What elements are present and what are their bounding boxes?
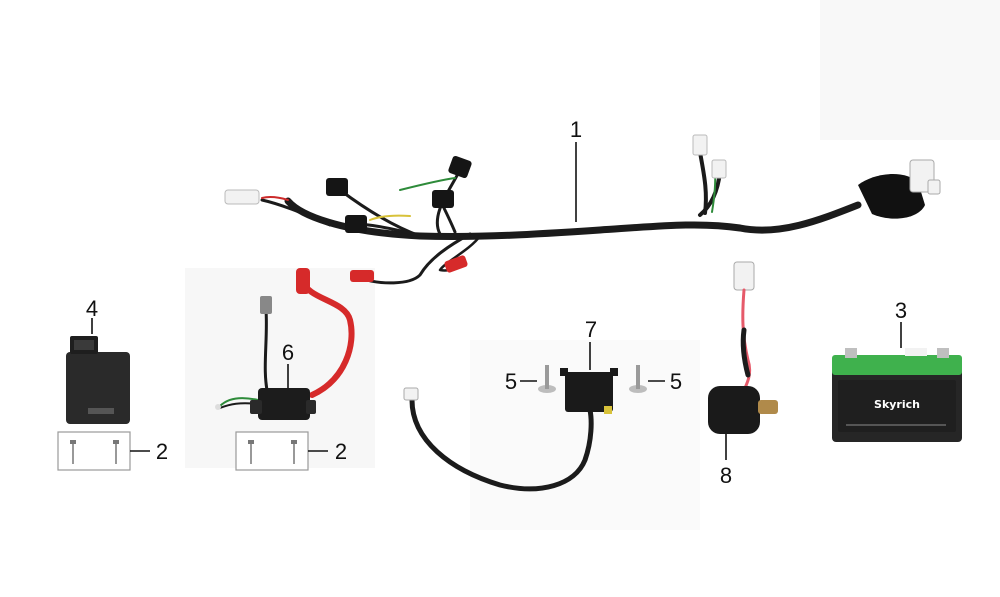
callout-5-left: 5 [505, 369, 517, 394]
callout-8: 8 [720, 463, 732, 488]
bolt-box-right [235, 431, 309, 471]
screw-icon [538, 365, 556, 393]
callout-4: 4 [86, 296, 98, 321]
bolt-icon [291, 440, 297, 464]
wiring-harness-icon [224, 134, 941, 285]
screw-icon [629, 365, 647, 393]
callout-2-left: 2 [156, 439, 168, 464]
ignition-coil-icon [215, 268, 355, 420]
regulator-rectifier-icon [403, 368, 618, 492]
bolt-icon [113, 440, 119, 464]
bolt-icon [248, 440, 254, 464]
callout-6: 6 [282, 340, 294, 365]
battery-icon: Skyrich [832, 348, 962, 442]
bolt-box-left [57, 431, 131, 471]
bolt-icon [70, 440, 76, 464]
callout-7: 7 [585, 317, 597, 342]
cdi-unit-icon [66, 336, 130, 424]
battery-brand-label: Skyrich [874, 398, 920, 411]
starter-relay-icon [708, 261, 778, 434]
callout-1: 1 [570, 117, 582, 142]
callout-2-right: 2 [335, 439, 347, 464]
callouts: 1 4 2 6 2 7 5 5 3 8 [86, 117, 907, 488]
callout-5-right: 5 [670, 369, 682, 394]
callout-3: 3 [895, 298, 907, 323]
